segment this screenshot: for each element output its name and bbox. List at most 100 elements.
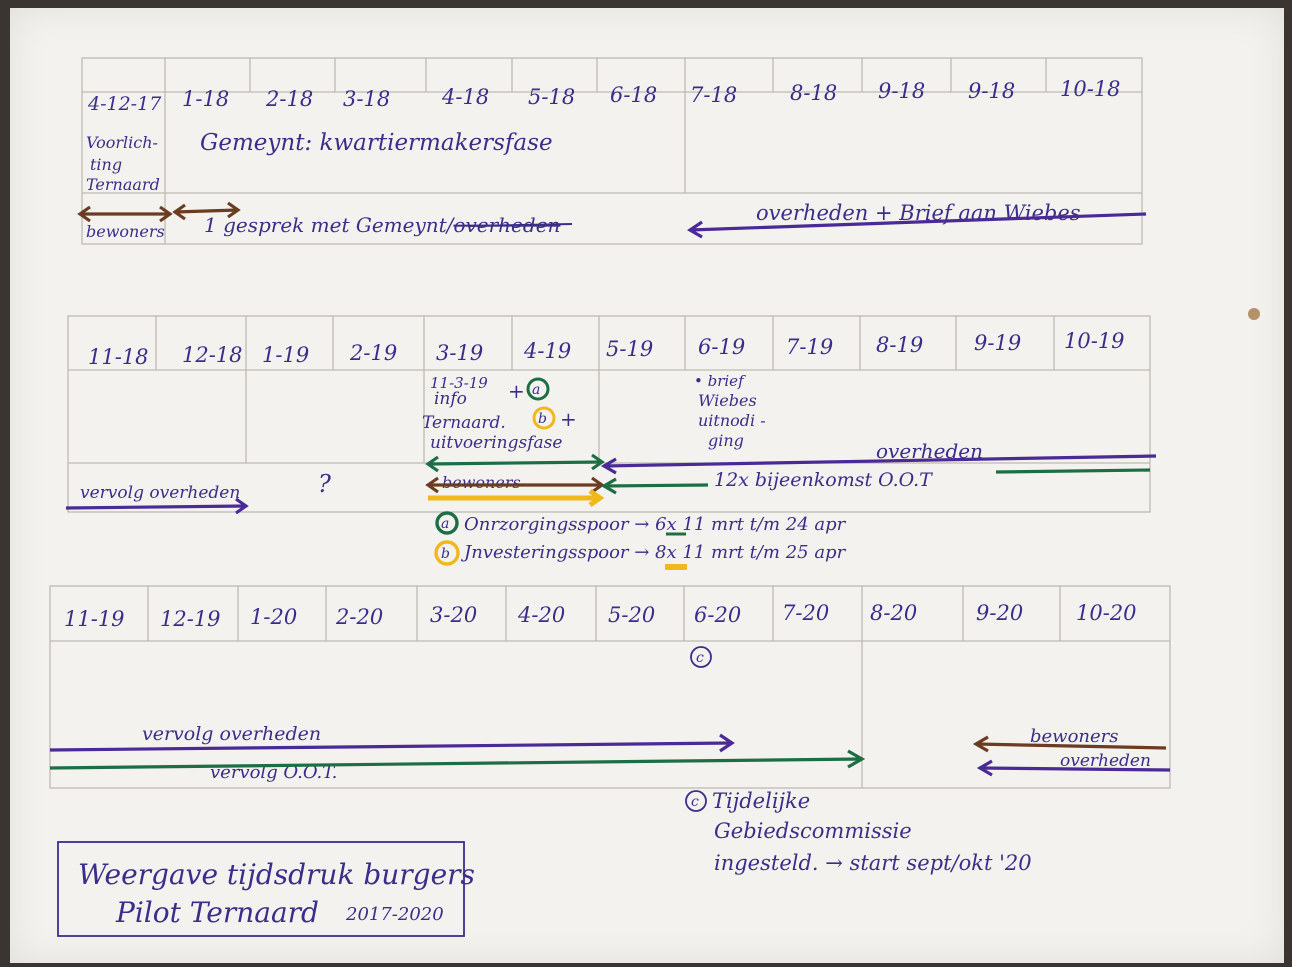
- title-box: Weergave tijdsdruk burgers Pilot Ternaar…: [57, 841, 475, 937]
- row3-content: vervolg overheden vervolg O.O.T. bewoner…: [142, 723, 1151, 783]
- row3-bewoners-label: bewoners: [1030, 726, 1119, 747]
- row3-arrows: [49, 733, 1171, 777]
- note-c: c Tijdelijke Gebiedscommissie ingesteld.…: [685, 789, 1032, 875]
- row1-grid: [81, 57, 1143, 245]
- row2-month-labels: 11-18 12-18 1-19 2-19 3-19 4-19 5-19 6-1…: [88, 329, 1125, 369]
- brief-line-4: ging: [708, 431, 744, 450]
- info-plus-b: +: [560, 407, 577, 431]
- row3-month-12: 10-20: [1076, 601, 1137, 625]
- vervolg-overheden-label: vervolg overheden: [80, 483, 240, 503]
- brief-line-2: Wiebes: [698, 391, 757, 410]
- title-line-2: Pilot Ternaard: [115, 896, 319, 929]
- row3-bewoners-arrow: [972, 735, 1167, 753]
- row2-month-3: 1-19: [262, 343, 309, 367]
- svg-text:b: b: [441, 546, 450, 562]
- svg-text:b: b: [538, 411, 547, 427]
- row3-month-4: 2-20: [335, 605, 383, 629]
- circle-b-legend: b: [434, 540, 460, 566]
- circle-a-top: a: [526, 377, 550, 401]
- row3-month-5: 3-20: [430, 603, 477, 627]
- row1-month-labels: 4-12-17 1-18 2-18 3-18 4-18 5-18 6-18 7-…: [87, 77, 1121, 115]
- row1-month-1: 4-12-17: [87, 93, 162, 115]
- row2-month-4: 2-19: [349, 341, 397, 365]
- green-arrow-3-19: [425, 453, 605, 473]
- row2-month-11: 9-19: [974, 331, 1021, 355]
- circle-a-legend: a: [435, 511, 459, 535]
- row1-month-9: 8-18: [790, 81, 837, 105]
- row3-month-3: 1-20: [250, 605, 297, 629]
- row1-content: Voorlich- ting Ternaard Gemeynt: kwartie…: [86, 130, 1081, 241]
- row3-oot-arrow: [49, 749, 866, 770]
- note-c-line-3: ingesteld. → start sept/okt '20: [714, 851, 1032, 875]
- row2-grid: [67, 315, 1151, 513]
- info-label: info: [434, 389, 467, 409]
- row3-overheden-label: overheden: [1060, 751, 1151, 771]
- row2-month-10: 8-19: [876, 333, 923, 357]
- row3-month-10: 8-20: [870, 601, 917, 625]
- vervolg-overheden-arrow: [65, 497, 249, 515]
- row2-month-6: 4-19: [523, 339, 571, 363]
- row2-month-8: 6-19: [698, 335, 745, 359]
- phase-label: Gemeynt: kwartiermakersfase: [200, 130, 553, 156]
- row3-vervolg-overheden-label: vervolg overheden: [142, 723, 321, 745]
- svg-text:a: a: [532, 382, 540, 398]
- row2-content: 11-3-19 info + Ternaard. + uitvoeringsfa…: [80, 372, 983, 563]
- brown-arrow-3-19: [425, 476, 605, 494]
- row3-month-2: 12-19: [160, 607, 221, 631]
- legend-a-text: Onrzorgingsspoor → 6x 11 mrt t/m 24 apr: [464, 514, 847, 535]
- info-plus-a: +: [508, 379, 525, 403]
- row1-arrows: [77, 201, 1147, 239]
- underline-8x: [665, 564, 687, 570]
- row2-month-2: 12-18: [182, 343, 243, 367]
- row1-month-3: 2-18: [265, 87, 313, 111]
- row3-month-6: 4-20: [517, 603, 565, 627]
- row1-bewoners-label: bewoners: [86, 222, 165, 241]
- row3-month-9: 7-20: [782, 601, 829, 625]
- legend-b-text: Jnvesteringsspoor → 8x 11 mrt t/m 25 apr: [460, 542, 847, 563]
- row3-month-8: 6-20: [694, 603, 741, 627]
- row2-month-9: 7-19: [786, 335, 833, 359]
- voorlichting-line-1: Voorlich-: [86, 133, 158, 152]
- oot-arrow-row2: [600, 468, 1151, 495]
- row2-month-5: 3-19: [436, 341, 483, 365]
- brief-line-1: • brief: [694, 372, 746, 390]
- row3-month-7: 5-20: [608, 603, 655, 627]
- row1-month-5: 4-18: [441, 85, 489, 109]
- svg-text:c: c: [696, 650, 704, 666]
- note-c-line-1: Tijdelijke: [712, 789, 810, 813]
- bewoners-arrow-2: [172, 201, 241, 221]
- row1-month-4: 3-18: [343, 87, 390, 111]
- title-years: 2017-2020: [345, 904, 444, 925]
- paper-sheet: 4-12-17 1-18 2-18 3-18 4-18 5-18 6-18 7-…: [10, 8, 1284, 963]
- row2-arrows: [65, 453, 1157, 515]
- overheden-arrow-row2: [600, 454, 1157, 475]
- row1-month-8: 7-18: [690, 83, 737, 107]
- circle-c-row3: c: [690, 646, 712, 668]
- title-line-1: Weergave tijdsdruk burgers: [78, 858, 475, 891]
- row2-bewoners-label: bewoners: [442, 473, 521, 492]
- row3-grid: [49, 585, 1171, 789]
- bewoners-arrow-1: [77, 205, 173, 223]
- row3-month-11: 9-20: [976, 601, 1023, 625]
- info-uitvoeringsfase: uitvoeringsfase: [430, 433, 562, 453]
- brief-line-3: uitnodi -: [698, 411, 766, 430]
- row1-month-11: 9-18: [968, 79, 1015, 103]
- row1-month-7: 6-18: [610, 83, 657, 107]
- info-date: 11-3-19: [430, 374, 488, 392]
- timeline-drawing: 4-12-17 1-18 2-18 3-18 4-18 5-18 6-18 7-…: [49, 57, 1260, 937]
- row2-month-1: 11-18: [88, 345, 149, 369]
- voorlichting-line-3: Ternaard: [86, 175, 160, 194]
- row2-month-12: 10-19: [1064, 329, 1125, 353]
- row3-month-1: 11-19: [64, 607, 125, 631]
- circle-b-top: b: [532, 406, 556, 430]
- strike-overheden: [467, 223, 573, 227]
- overheden-arrow-row1: [686, 212, 1147, 239]
- row1-month-12: 10-18: [1060, 77, 1121, 101]
- row1-month-2: 1-18: [182, 87, 229, 111]
- svg-text:a: a: [441, 516, 449, 532]
- row3-month-labels: 11-19 12-19 1-20 2-20 3-20 4-20 5-20 6-2…: [64, 601, 1137, 631]
- row1-month-10: 9-18: [878, 79, 925, 103]
- row2-month-7: 5-19: [606, 337, 653, 361]
- paper-stain: [1248, 308, 1260, 320]
- info-ternaard: Ternaard.: [422, 413, 506, 433]
